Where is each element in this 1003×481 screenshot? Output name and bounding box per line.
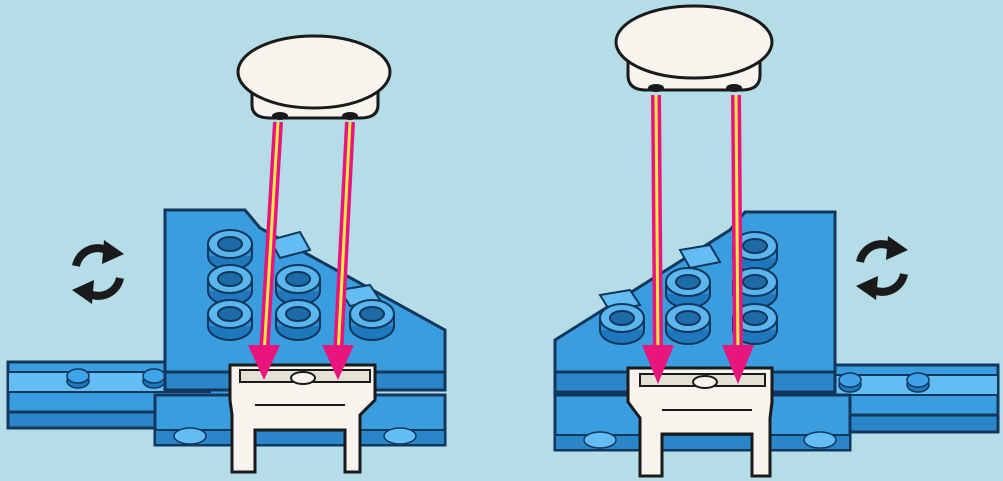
left-view (8, 36, 445, 472)
blue-wedge-plate (165, 210, 445, 390)
white-round-tile (616, 6, 772, 92)
white-round-tile (238, 36, 390, 120)
rotate-arrows-icon (72, 240, 124, 304)
white-clip-part (230, 365, 375, 472)
rotate-arrows-icon (856, 236, 908, 300)
white-clip-part (628, 368, 772, 476)
blue-wedge-plate (555, 212, 835, 392)
right-view (555, 6, 998, 476)
